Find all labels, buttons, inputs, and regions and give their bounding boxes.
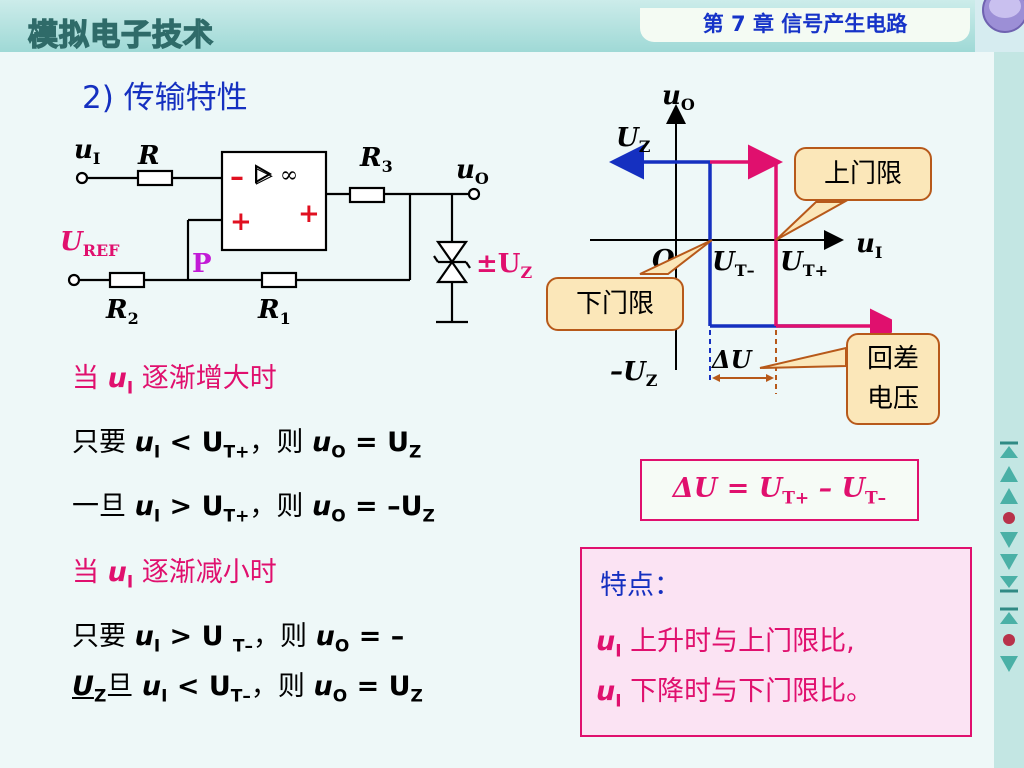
nav-center-icon[interactable] bbox=[998, 630, 1020, 650]
nav-down-icon[interactable] bbox=[998, 552, 1020, 572]
label-deltaU: ΔU bbox=[711, 345, 754, 374]
corner-decoration bbox=[975, 0, 1024, 52]
label-output-plus: + bbox=[298, 199, 320, 229]
transfer-characteristic-graph: uO UZ uI O UT– UT+ –UZ ΔU bbox=[590, 81, 892, 394]
label-noninverting-input: + bbox=[230, 207, 252, 237]
increasing-heading: 当 uI 逐渐增大时 bbox=[72, 363, 277, 399]
navigation-bar bbox=[994, 52, 1024, 768]
rule-line-2: 一旦 uI > UT+，则 uO = –UZ bbox=[72, 491, 435, 527]
label-UT-plus: UT+ bbox=[780, 247, 828, 280]
decreasing-heading: 当 uI 逐渐减小时 bbox=[72, 557, 277, 593]
section-title: 2) 传输特性 bbox=[82, 80, 248, 116]
label-amp-symbol: ▷ ∞ bbox=[256, 163, 298, 188]
nav-forward-icon[interactable] bbox=[998, 654, 1020, 674]
label-R1: R1 bbox=[257, 295, 291, 328]
nav-prev-icon[interactable] bbox=[998, 486, 1020, 506]
label-UT-minus: UT– bbox=[712, 247, 755, 280]
label-UZ: UZ bbox=[616, 123, 651, 156]
comparator-circuit: uI R R3 uO UREF P R2 R1 ±UZ – + + ▷ ∞ bbox=[60, 135, 532, 328]
feature-line-1: uI 上升时与上门限比, bbox=[596, 626, 855, 662]
hysteresis-voltage-callout: 回差 电压 bbox=[846, 333, 940, 425]
nav-last-icon[interactable] bbox=[998, 574, 1020, 594]
label-R: R bbox=[137, 141, 160, 171]
rule-line-3-wrap: UZ旦 uI < UT–，则 uO = UZ bbox=[72, 671, 423, 707]
label-uO: uO bbox=[456, 155, 489, 188]
feature-line-2: uI 下降时与下门限比。 bbox=[596, 676, 874, 712]
rule-line-1: 只要 uI < UT+，则 uO = UZ bbox=[72, 427, 422, 463]
label-inverting-input: – bbox=[230, 160, 244, 193]
hysteresis-line2: 电压 bbox=[866, 384, 919, 414]
hysteresis-line1: 回差 bbox=[866, 344, 919, 374]
label-P: P bbox=[192, 249, 212, 279]
hysteresis-formula: ΔU = UT+ – UT– bbox=[640, 459, 919, 521]
nav-first-icon[interactable] bbox=[998, 440, 1020, 460]
chapter-title: 第 7 章 信号产生电路 bbox=[640, 8, 970, 42]
features-title: 特点： bbox=[600, 570, 681, 601]
y-axis-label: uO bbox=[662, 81, 695, 114]
rule-line-3: 只要 uI > U T–，则 uO = – bbox=[72, 621, 405, 657]
nav-up-icon[interactable] bbox=[998, 464, 1020, 484]
x-axis-label: uI bbox=[856, 229, 882, 262]
label-UREF: UREF bbox=[60, 227, 120, 260]
lower-threshold-callout: 下门限 bbox=[546, 277, 684, 331]
course-logo: 模拟电子技术 bbox=[27, 17, 214, 53]
features-box: 特点： uI 上升时与上门限比, uI 下降时与下门限比。 bbox=[580, 547, 972, 737]
nav-back-icon[interactable] bbox=[998, 606, 1020, 626]
upper-threshold-callout: 上门限 bbox=[794, 147, 932, 201]
label-neg-UZ: –UZ bbox=[610, 357, 658, 390]
nav-next-icon[interactable] bbox=[998, 530, 1020, 550]
label-uI: uI bbox=[74, 135, 100, 168]
label-zener-voltage: ±UZ bbox=[476, 249, 532, 282]
label-R2: R2 bbox=[105, 295, 139, 328]
label-R3: R3 bbox=[359, 143, 393, 176]
nav-home-icon[interactable] bbox=[998, 508, 1020, 528]
